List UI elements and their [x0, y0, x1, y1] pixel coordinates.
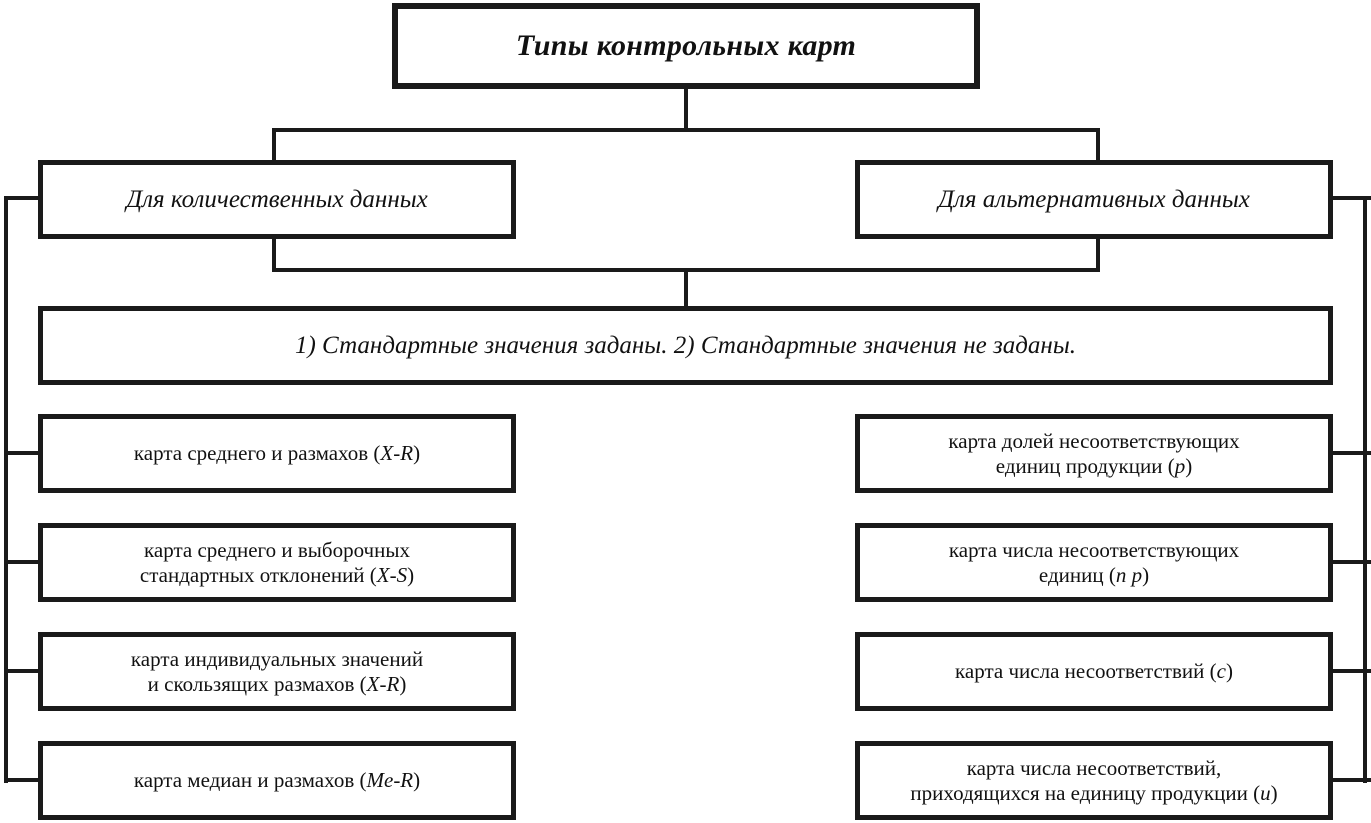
leaf-node-left-3-label: карта медиан и размахов (Me-R) [133, 768, 421, 793]
connector-right-branch-level2 [1333, 196, 1371, 200]
connector-right-branch-1 [1333, 560, 1371, 564]
branch-node-alternative-label: Для альтернативных данных [938, 185, 1250, 213]
note-node-standard-values: 1) Стандартные значения заданы. 2) Станд… [38, 306, 1333, 385]
connector-riser-right [1096, 237, 1100, 272]
connector-drop-right [1096, 128, 1100, 162]
leaf-node-right-2-label: карта числа несоответствий (c) [955, 659, 1233, 684]
connector-right-branch-2 [1333, 669, 1371, 673]
leaf-node-right-3: карта числа несоответствий,приходящихся … [855, 741, 1333, 820]
connector-riser-left [272, 237, 276, 272]
connector-right-branch-3 [1333, 778, 1371, 782]
connector-note-stem [684, 268, 688, 310]
leaf-node-left-3: карта медиан и размахов (Me-R) [38, 741, 516, 820]
connector-drop-left [272, 128, 276, 162]
connector-left-trunk [4, 198, 8, 783]
connector-right-branch-0 [1333, 451, 1371, 455]
connector-right-trunk [1363, 198, 1367, 783]
connector-title-stem [684, 87, 688, 130]
connector-left-branch-3 [4, 778, 42, 782]
connector-left-branch-0 [4, 451, 42, 455]
leaf-node-left-0: карта среднего и размахов (X-R) [38, 414, 516, 493]
leaf-node-right-3-label: карта числа несоответствий,приходящихся … [910, 755, 1278, 805]
branch-node-quantitative-data: Для количественных данных [38, 160, 516, 239]
branch-node-quantitative-label: Для количественных данных [126, 185, 428, 213]
connector-left-branch-level2 [4, 196, 42, 200]
leaf-node-right-2: карта числа несоответствий (c) [855, 632, 1333, 711]
branch-node-alternative-data: Для альтернативных данных [855, 160, 1333, 239]
leaf-node-left-0-label: карта среднего и размахов (X-R) [133, 441, 421, 466]
connector-top-bus [272, 128, 1100, 132]
root-node-label: Типы контрольных карт [515, 29, 857, 63]
connector-left-branch-1 [4, 560, 42, 564]
connector-left-branch-2 [4, 669, 42, 673]
root-node-control-chart-types: Типы контрольных карт [392, 3, 980, 89]
note-node-label: 1) Стандартные значения заданы. 2) Станд… [294, 331, 1077, 359]
